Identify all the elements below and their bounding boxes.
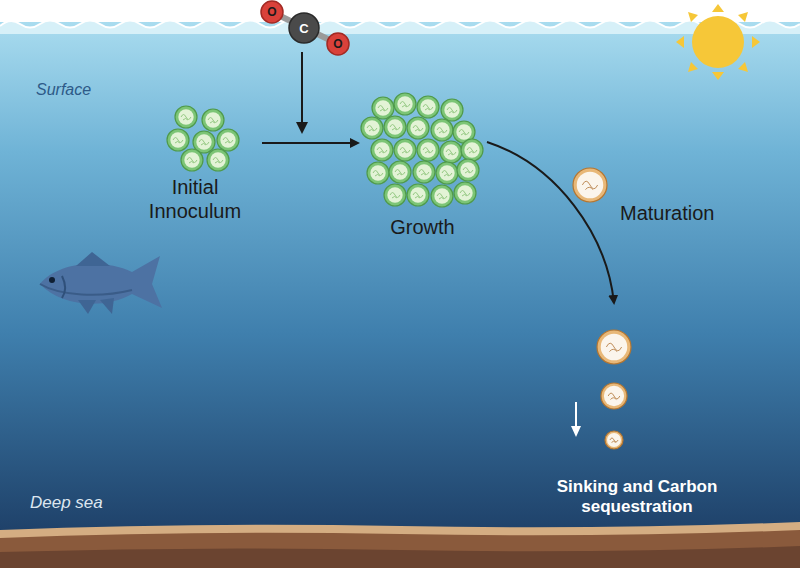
node-label: Growth bbox=[360, 215, 485, 239]
mature-cell bbox=[605, 431, 623, 449]
sea bbox=[0, 22, 800, 542]
atom-symbol: C bbox=[299, 22, 308, 35]
wave-crest bbox=[0, 21, 800, 28]
algal-cell bbox=[384, 116, 406, 138]
algal-cell bbox=[417, 139, 439, 161]
zone-label: Surface bbox=[36, 82, 91, 98]
algal-cell bbox=[175, 106, 197, 128]
node-label: Sinking and Carbon sequestration bbox=[537, 477, 737, 518]
cell-illustration bbox=[537, 305, 737, 477]
cell-group: Growth bbox=[360, 95, 485, 239]
algal-cell bbox=[441, 99, 463, 121]
algal-cell bbox=[367, 162, 389, 184]
sun bbox=[676, 4, 760, 80]
algal-cell bbox=[431, 185, 453, 207]
algal-cell bbox=[384, 184, 406, 206]
cell-illustration bbox=[130, 100, 260, 175]
algal-cell bbox=[361, 117, 383, 139]
algal-cell bbox=[436, 162, 458, 184]
algal-cell bbox=[461, 139, 483, 161]
algal-cell bbox=[217, 129, 239, 151]
algal-cell bbox=[413, 161, 435, 183]
cell-group: Maturation bbox=[570, 165, 745, 225]
algal-cell bbox=[207, 149, 229, 171]
surface-wave bbox=[0, 21, 800, 35]
node-label: Maturation bbox=[620, 201, 745, 225]
mature-cell bbox=[601, 383, 627, 409]
sinking-arrow bbox=[571, 402, 581, 437]
node-label: Initial Innoculum bbox=[130, 175, 260, 223]
co2-molecule bbox=[261, 1, 349, 55]
process-arrow bbox=[487, 142, 614, 303]
algal-cell bbox=[440, 141, 462, 163]
algal-cell bbox=[407, 184, 429, 206]
cell-group: Initial Innoculum bbox=[130, 100, 260, 223]
process-arrow bbox=[262, 142, 358, 144]
algal-cell bbox=[371, 139, 393, 161]
algal-cell bbox=[394, 93, 416, 115]
cell-illustration bbox=[360, 95, 485, 215]
algal-cell bbox=[372, 97, 394, 119]
algal-cell bbox=[431, 119, 453, 141]
mature-cell bbox=[597, 330, 631, 364]
algal-cell bbox=[417, 96, 439, 118]
atom-symbol: O bbox=[333, 38, 342, 50]
algal-cell bbox=[454, 182, 476, 204]
co2-uptake-arrow bbox=[296, 52, 308, 134]
seafloor bbox=[0, 522, 800, 568]
algal-cell bbox=[202, 109, 224, 131]
algal-cell bbox=[394, 139, 416, 161]
algal-cell bbox=[407, 117, 429, 139]
cell-illustration bbox=[570, 165, 745, 201]
algal-cell bbox=[167, 129, 189, 151]
mature-cell bbox=[573, 168, 607, 202]
zone-label: Deep sea bbox=[30, 494, 103, 511]
algal-cell bbox=[389, 161, 411, 183]
fish bbox=[40, 252, 162, 314]
algal-cell bbox=[181, 149, 203, 171]
algal-cell bbox=[457, 159, 479, 181]
atom-symbol: O bbox=[267, 6, 276, 18]
sinking-group: Sinking and Carbon sequestration bbox=[537, 305, 737, 518]
